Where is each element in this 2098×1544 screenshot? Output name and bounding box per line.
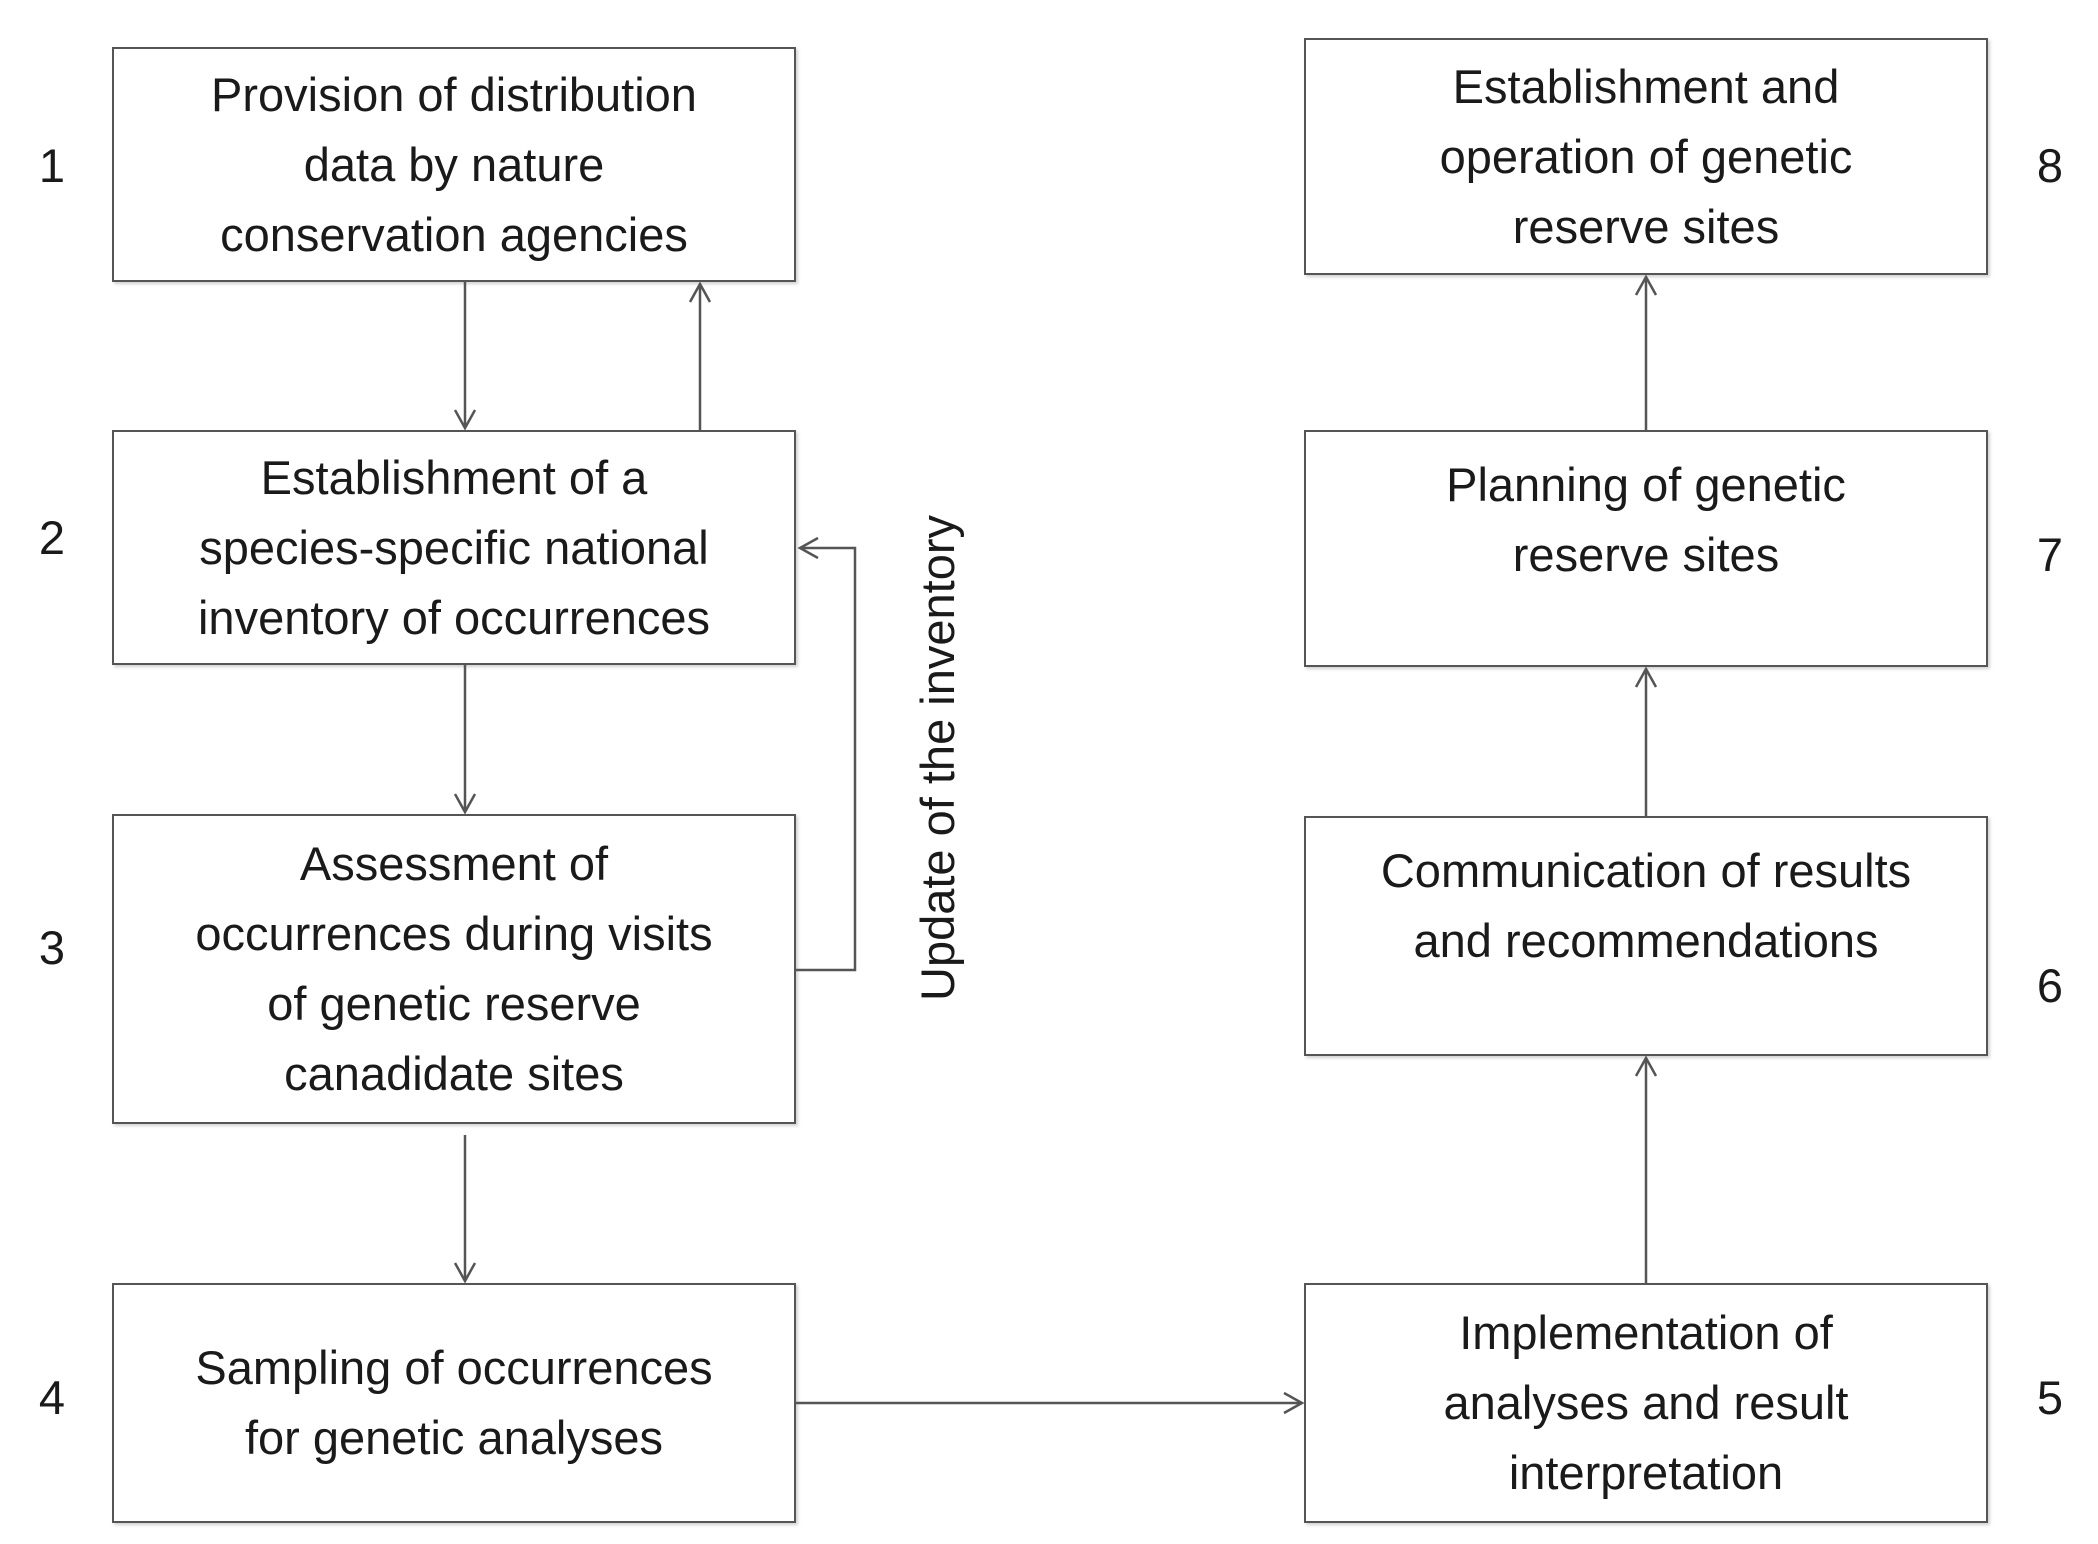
step-7-text: Planning of genetic reserve sites [1446,458,1846,581]
step-1-text: Provision of distribution data by nature… [211,67,697,261]
step-2-text: Establishment of a species-specific nati… [197,450,711,644]
step-3-box: Assessment of occurrences during visits … [112,814,796,1124]
step-5-box: Implementation of analyses and result in… [1304,1283,1988,1523]
arrow-step6-to-step7 [1634,666,1658,816]
arrow-step4-to-step5 [796,1391,1305,1415]
step-6-text: Communication of results and recommendat… [1380,844,1912,967]
arrow-step2-to-step1 [688,281,712,430]
step-8-number: 8 [2036,139,2064,192]
arrow-step1-to-step2 [453,282,477,431]
arrow-step7-to-step8 [1634,274,1658,430]
step-2-number: 2 [38,511,66,564]
step-4-number: 4 [38,1371,66,1424]
step-5-number: 5 [2036,1371,2064,1424]
update-inventory-label: Update of the inventory [911,515,964,1001]
step-2-box: Establishment of a species-specific nati… [112,430,796,665]
step-7-number: 7 [2036,528,2064,581]
step-6-box: Communication of results and recommendat… [1304,816,1988,1056]
step-8-text: Establishment and operation of genetic r… [1439,59,1853,253]
arrow-step2-to-step3 [453,665,477,815]
arrow-step3-to-step2-feedback [796,536,857,972]
step-7-box: Planning of genetic reserve sites [1304,430,1988,667]
step-5-text: Implementation of analyses and result in… [1443,1306,1849,1499]
step-1-box: Provision of distribution data by nature… [112,47,796,282]
arrow-step3-to-step4 [453,1135,477,1284]
step-4-text: Sampling of occurrences for genetic anal… [195,1341,713,1464]
step-1-number: 1 [38,139,66,192]
step-6-number: 6 [2036,959,2064,1012]
arrow-step5-to-step6 [1634,1055,1658,1283]
step-4-box: Sampling of occurrences for genetic anal… [112,1283,796,1523]
step-8-box: Establishment and operation of genetic r… [1304,38,1988,275]
step-3-text: Assessment of occurrences during visits … [195,837,713,1100]
step-3-number: 3 [38,921,66,974]
